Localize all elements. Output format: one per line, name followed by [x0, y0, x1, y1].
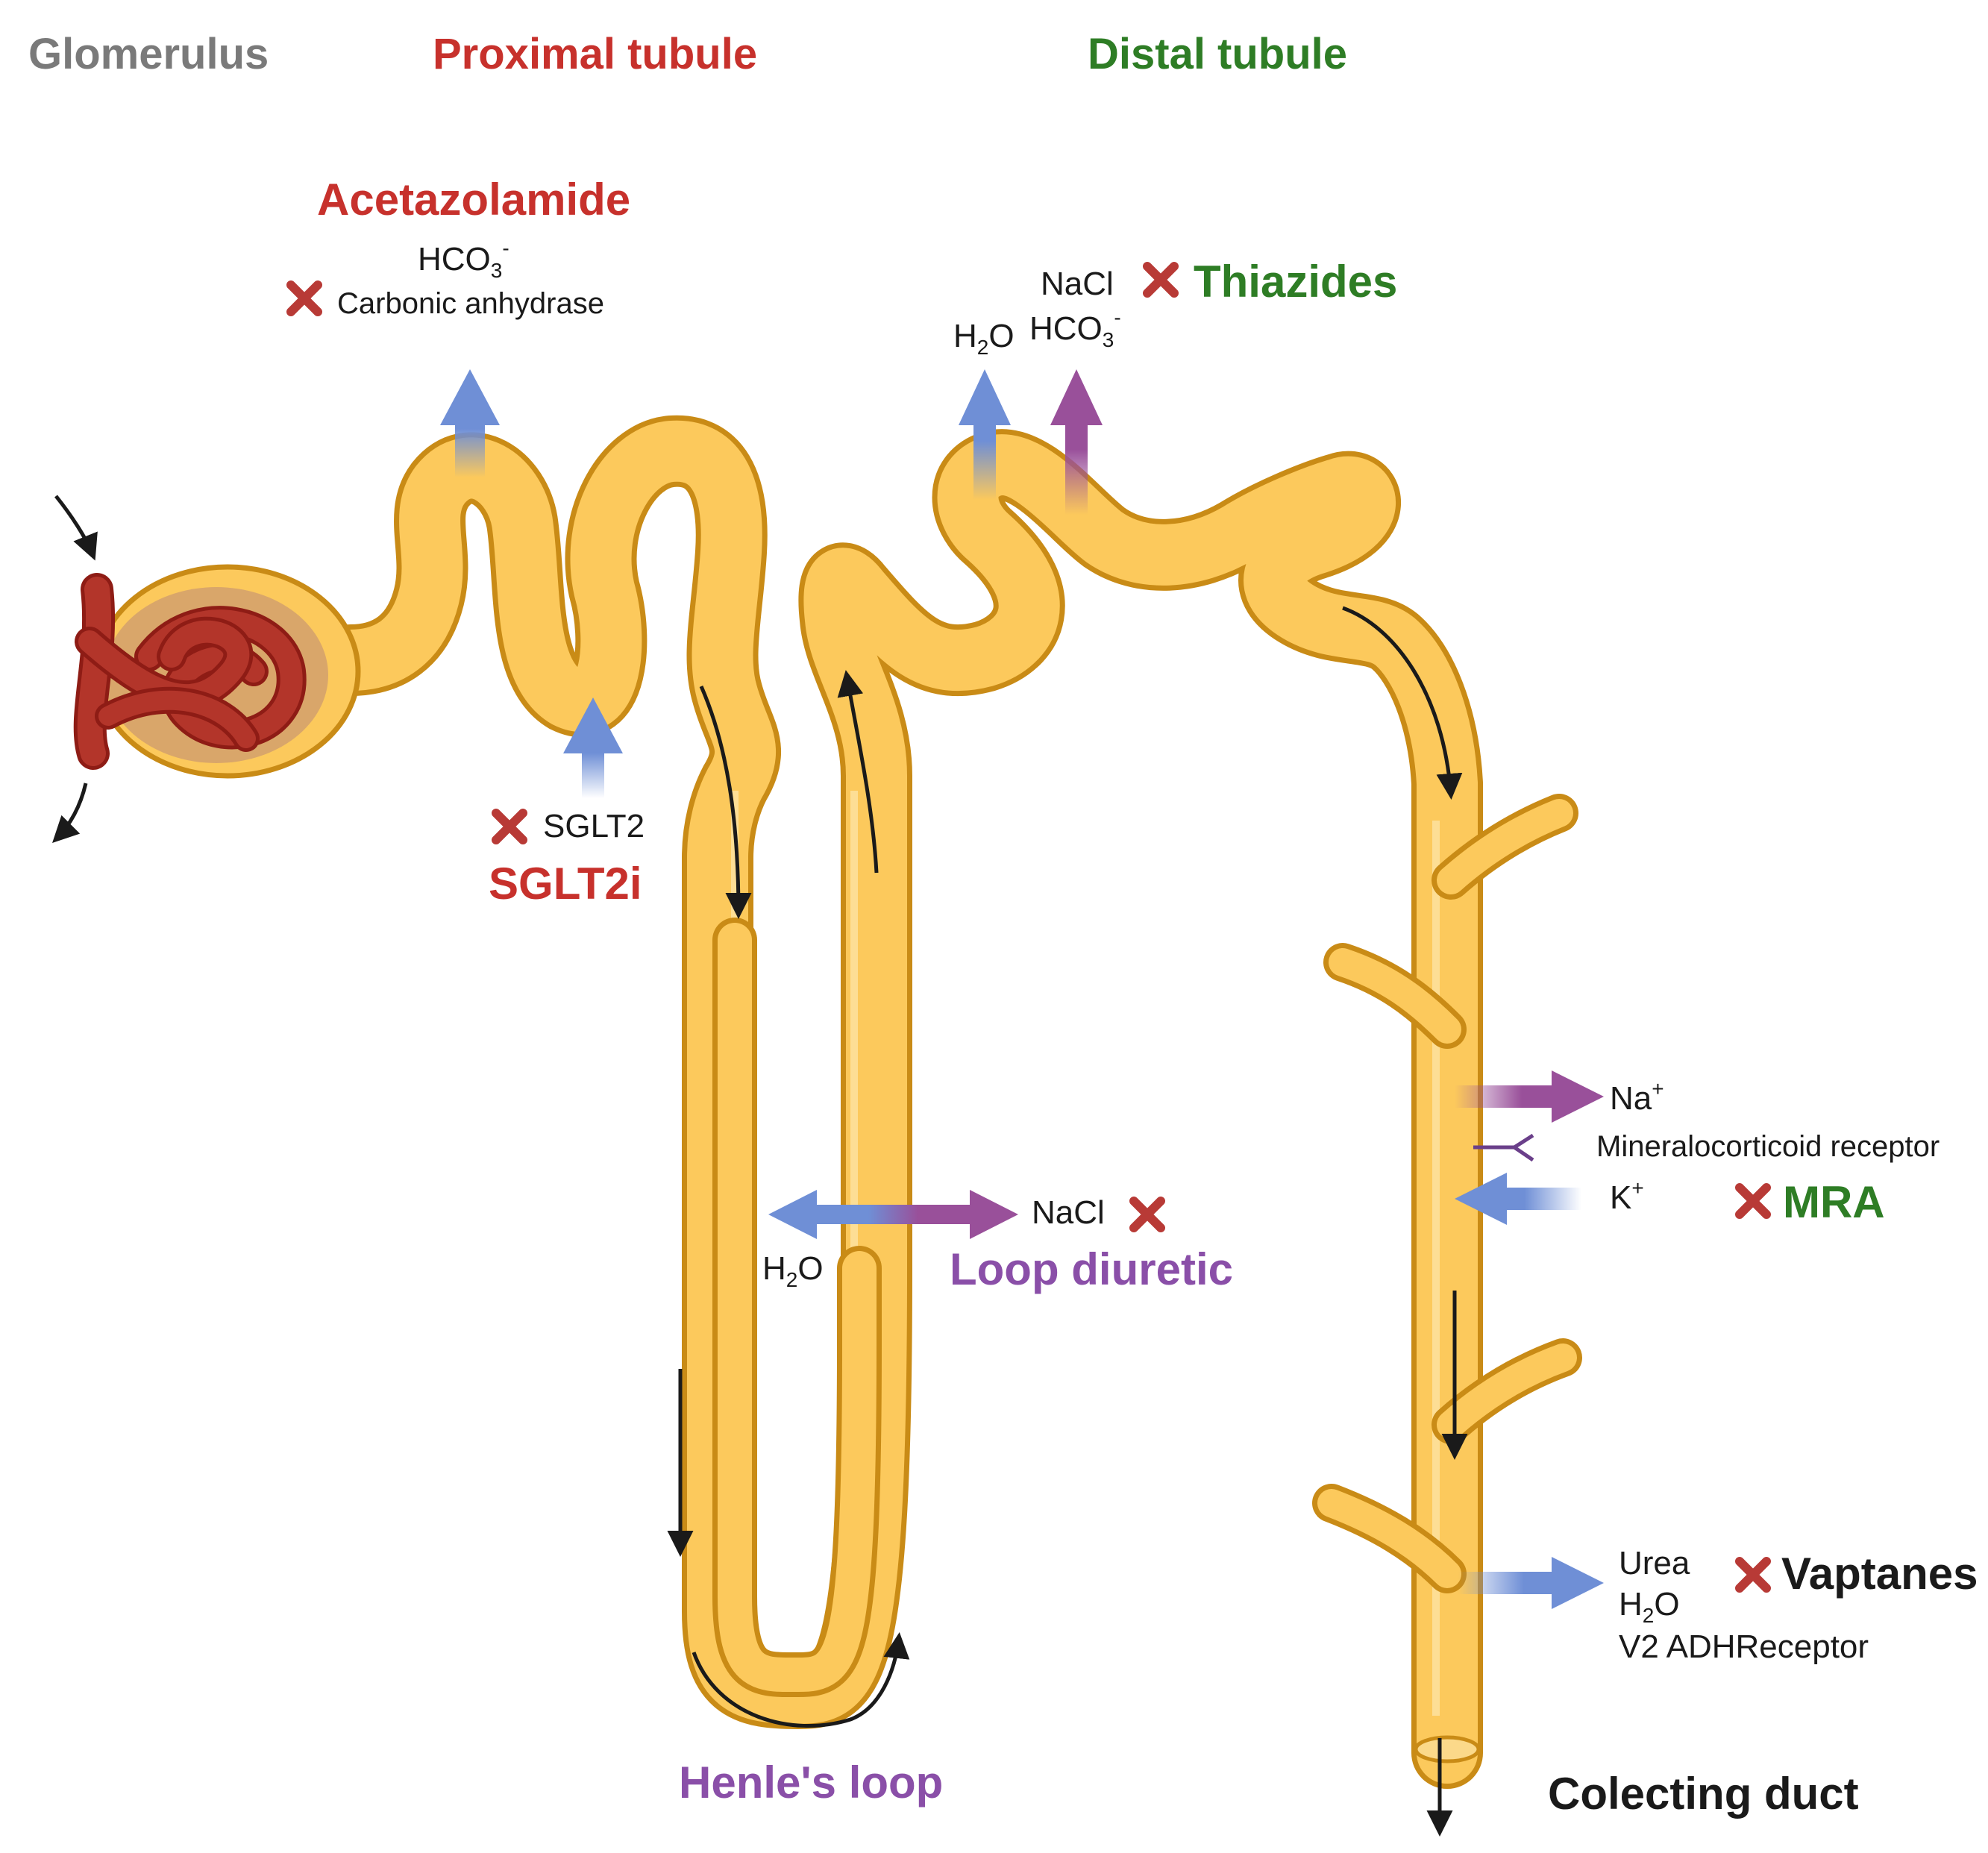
- inhibit-x-icon: [492, 809, 527, 844]
- hco3-reabsorption-arrow: [440, 369, 500, 477]
- inhibit-x-icon: [1129, 1197, 1165, 1232]
- flow-arrow-loop-turn: [692, 1632, 910, 1728]
- sodium-arrow: [1455, 1070, 1604, 1123]
- ion-potassium: K+: [1610, 1176, 1644, 1216]
- drug-sglt2i: SGLT2i: [489, 859, 642, 909]
- flow-arrow-distal: [1342, 606, 1463, 800]
- drug-thiazides: Thiazides: [1194, 257, 1397, 307]
- potassium-arrow: [1455, 1173, 1581, 1225]
- efferent-arrow: [52, 783, 88, 843]
- nephron-tubule: [315, 415, 1483, 1789]
- sglt2-reabsorption-arrow: [563, 697, 623, 798]
- inhibit-x-icon: [286, 280, 322, 316]
- label-v2-receptor: V2 ADHReceptor: [1619, 1628, 1869, 1665]
- ion-h2o-loop: H2O: [762, 1250, 824, 1291]
- ion-sodium: Na+: [1610, 1077, 1664, 1117]
- target-sglt2: SGLT2: [543, 808, 645, 844]
- label-henles-loop: Henle's loop: [679, 1758, 943, 1807]
- ion-h2o-distal: H2O: [953, 318, 1015, 359]
- collecting-duct-branches: [1312, 794, 1582, 1763]
- drug-vaptanes: Vaptanes: [1781, 1549, 1978, 1599]
- inhibit-x-icon: [1143, 262, 1179, 298]
- header-proximal-tubule: Proximal tubule: [433, 30, 757, 78]
- urea-water-arrow: [1458, 1557, 1604, 1609]
- drug-acetazolamide: Acetazolamide: [317, 175, 630, 225]
- drug-mra: MRA: [1783, 1177, 1885, 1227]
- distal-h2o-arrow: [959, 369, 1011, 500]
- ion-h2o-duct: H2O: [1619, 1586, 1680, 1627]
- flow-arrow-ascending: [837, 670, 879, 874]
- henle-thin-limb: [712, 918, 882, 1698]
- mineralocorticoid-receptor-icon: [1473, 1133, 1534, 1162]
- loop-exchange-arrow: [768, 1190, 1018, 1239]
- glomerulus-capsule: [73, 564, 361, 779]
- ion-urea: Urea: [1619, 1545, 1690, 1581]
- header-glomerulus: Glomerulus: [28, 30, 269, 78]
- label-mineralocorticoid-receptor: Mineralocorticoid receptor: [1596, 1130, 1940, 1163]
- inhibit-x-icon: [1735, 1557, 1771, 1593]
- ion-nacl-loop: NaCl: [1032, 1194, 1105, 1231]
- target-carbonic-anhydrase: Carbonic anhydrase: [337, 287, 604, 320]
- distal-nacl-arrow: [1050, 369, 1103, 515]
- header-distal-tubule: Distal tubule: [1088, 30, 1347, 78]
- ion-nacl-distal: NaCl: [1041, 266, 1114, 302]
- label-collecting-duct: Colecting duct: [1548, 1769, 1859, 1819]
- drug-loop-diuretic: Loop diuretic: [950, 1244, 1233, 1294]
- inhibit-x-icon: [1735, 1183, 1771, 1219]
- flow-arrow-descending: [699, 685, 752, 919]
- ion-hco3-distal: HCO3-: [1029, 306, 1121, 351]
- ion-hco3: HCO3-: [418, 236, 509, 282]
- afferent-arrow: [54, 495, 98, 561]
